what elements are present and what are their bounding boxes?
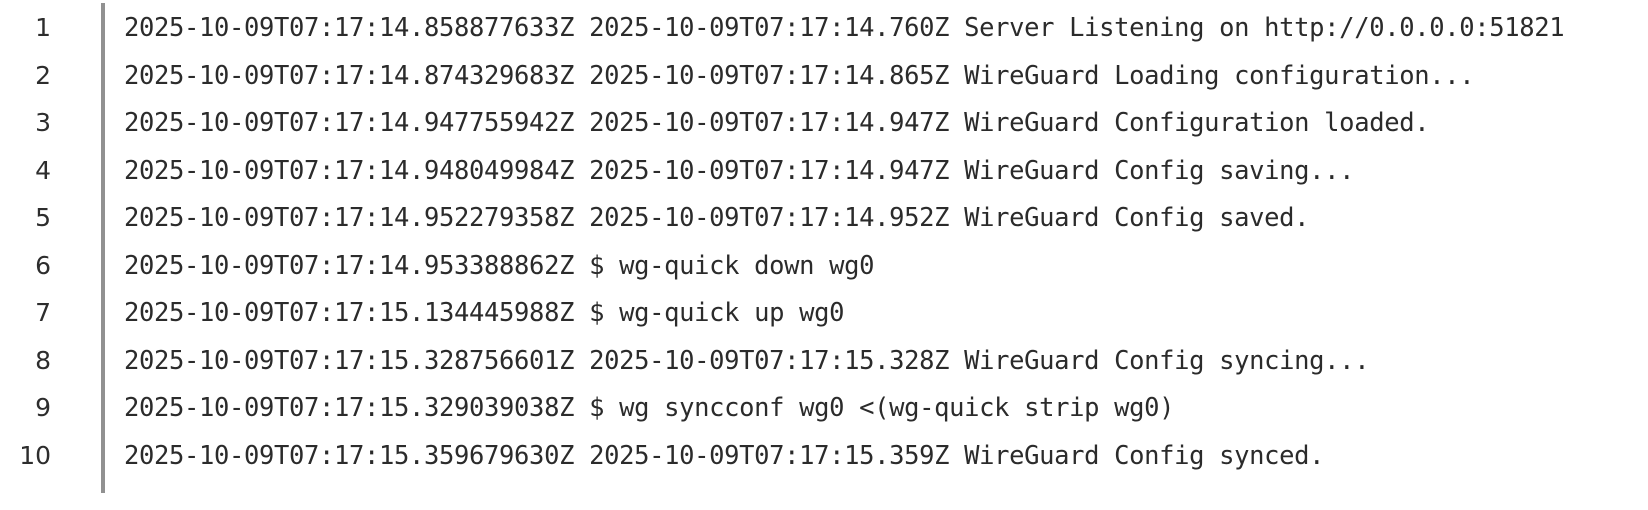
line-number: 5 [35, 203, 51, 232]
log-line-row: 8 2025-10-09T07:17:15.328756601Z 2025-10… [0, 337, 1648, 385]
line-number: 9 [35, 393, 51, 422]
line-number: 7 [35, 298, 51, 327]
log-line-text[interactable]: 2025-10-09T07:17:14.947755942Z 2025-10-0… [124, 108, 1430, 138]
line-number-gutter-divider [101, 3, 105, 493]
log-line-text[interactable]: 2025-10-09T07:17:14.858877633Z 2025-10-0… [124, 13, 1565, 43]
log-line-text[interactable]: 2025-10-09T07:17:14.874329683Z 2025-10-0… [124, 60, 1475, 91]
line-number: 4 [35, 155, 51, 185]
log-line-row: 3 2025-10-09T07:17:14.947755942Z 2025-10… [0, 99, 1648, 147]
line-number: 6 [35, 250, 51, 280]
log-line-row: 4 2025-10-09T07:17:14.948049984Z 2025-10… [0, 147, 1648, 195]
log-line-text[interactable]: 2025-10-09T07:17:15.134445988Z $ wg-quic… [124, 298, 845, 328]
line-number: 3 [35, 108, 51, 137]
log-line-text[interactable]: 2025-10-09T07:17:14.952279358Z 2025-10-0… [124, 203, 1310, 233]
log-line-row: 10 2025-10-09T07:17:15.359679630Z 2025-1… [0, 432, 1648, 480]
line-number: 8 [35, 345, 51, 375]
log-line-text[interactable]: 2025-10-09T07:17:15.329039038Z $ wg sync… [124, 393, 1175, 423]
log-line-list: 1 2025-10-09T07:17:14.858877633Z 2025-10… [0, 4, 1648, 479]
log-line-text[interactable]: 2025-10-09T07:17:14.953388862Z $ wg-quic… [124, 250, 875, 281]
log-line-row: 1 2025-10-09T07:17:14.858877633Z 2025-10… [0, 4, 1648, 52]
line-number: 10 [19, 440, 51, 470]
log-line-text[interactable]: 2025-10-09T07:17:15.359679630Z 2025-10-0… [124, 440, 1325, 471]
line-number: 2 [35, 60, 51, 90]
log-line-text[interactable]: 2025-10-09T07:17:15.328756601Z 2025-10-0… [124, 345, 1370, 376]
log-line-row: 2 2025-10-09T07:17:14.874329683Z 2025-10… [0, 52, 1648, 100]
log-line-row: 7 2025-10-09T07:17:15.134445988Z $ wg-qu… [0, 289, 1648, 337]
log-line-text[interactable]: 2025-10-09T07:17:14.948049984Z 2025-10-0… [124, 155, 1355, 186]
line-number: 1 [35, 13, 51, 42]
log-line-row: 5 2025-10-09T07:17:14.952279358Z 2025-10… [0, 194, 1648, 242]
log-line-row: 9 2025-10-09T07:17:15.329039038Z $ wg sy… [0, 384, 1648, 432]
log-line-row: 6 2025-10-09T07:17:14.953388862Z $ wg-qu… [0, 242, 1648, 290]
